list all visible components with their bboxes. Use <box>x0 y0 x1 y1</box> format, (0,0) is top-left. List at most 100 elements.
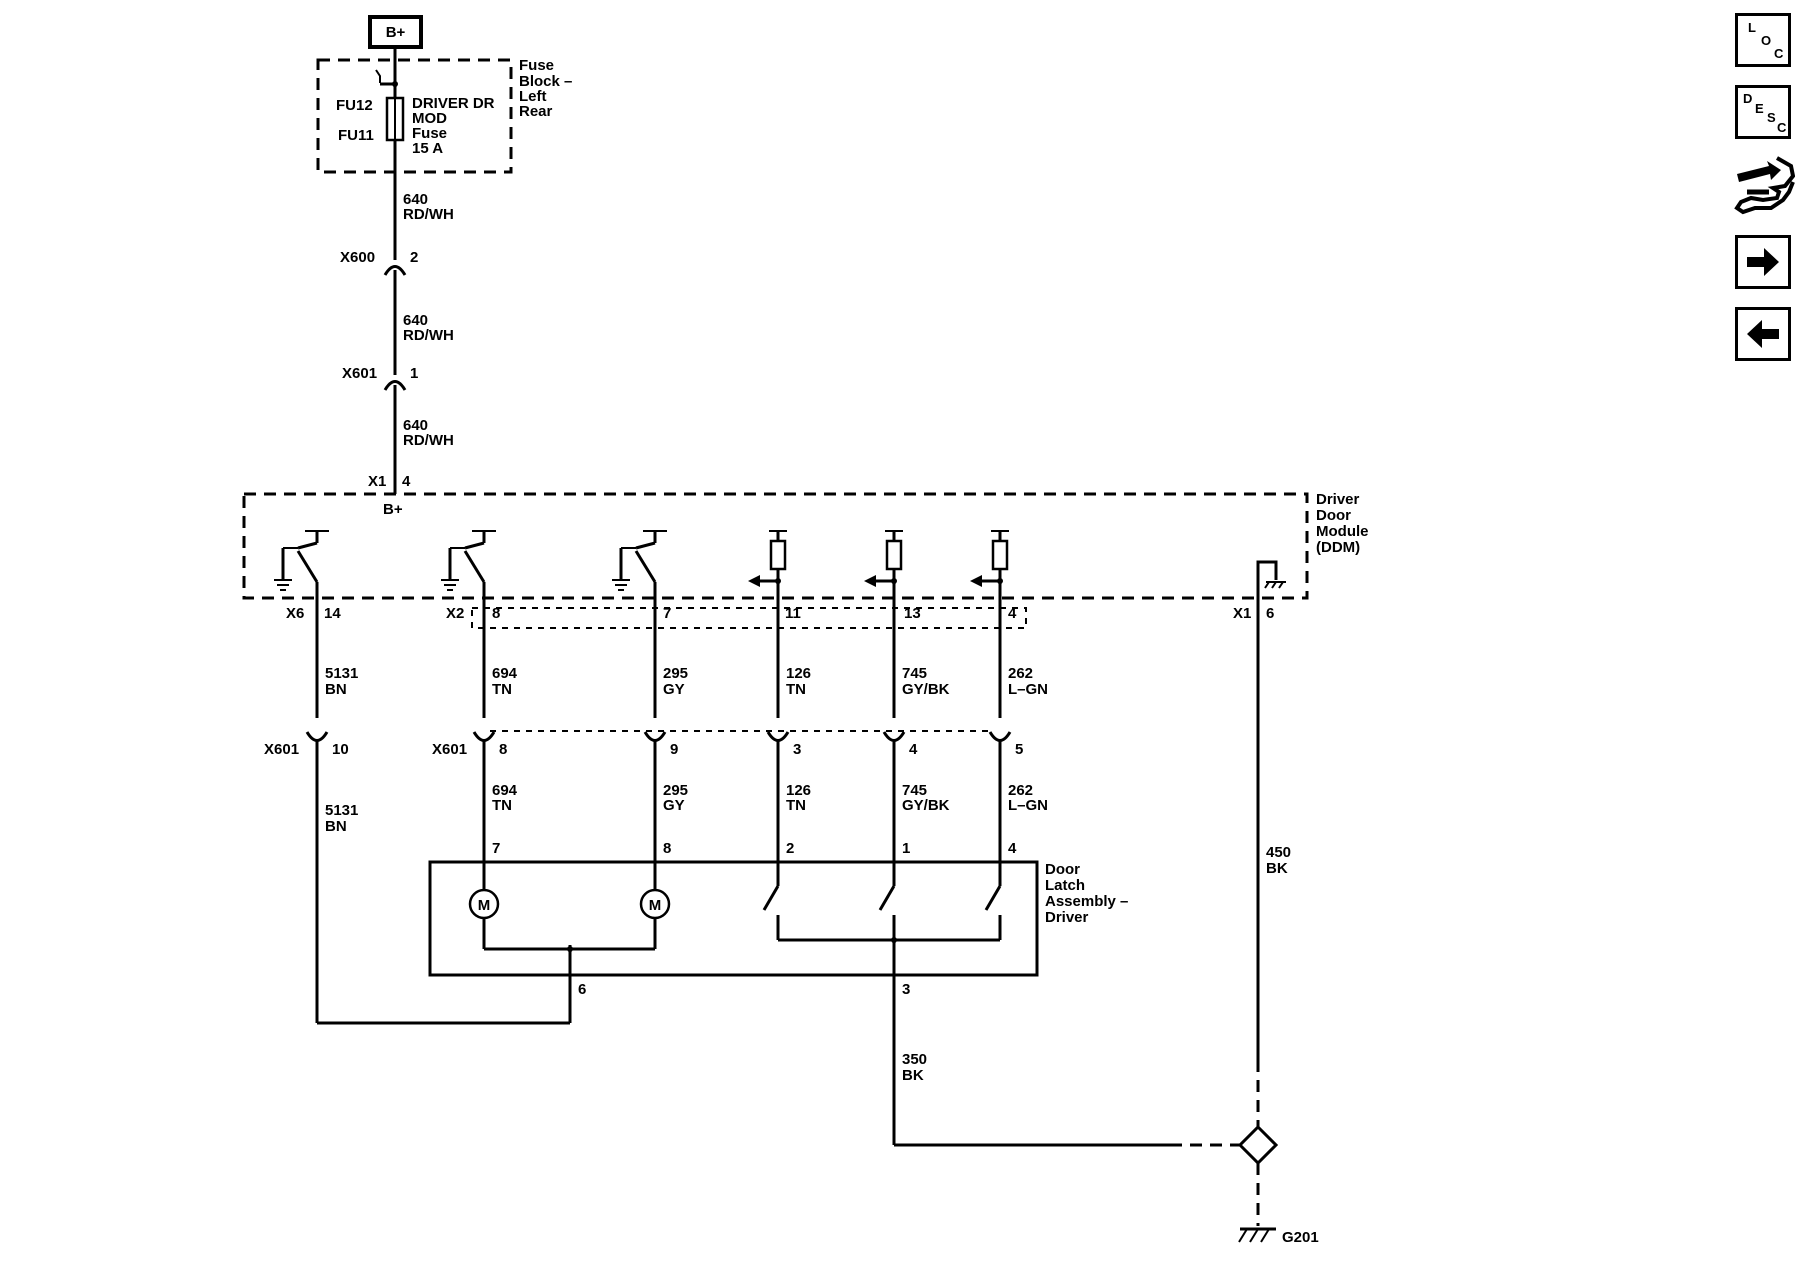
module-label: (DDM) <box>1316 539 1360 556</box>
connector-x601-pin: 4 <box>909 741 918 758</box>
connector-x1-gnd-name: X1 <box>1233 605 1251 622</box>
wire-262-color: L–GN <box>1008 681 1048 698</box>
wire-640-color: RD/WH <box>403 206 454 223</box>
wire-5131-label: 5131 <box>325 802 358 819</box>
latch-label: Assembly – <box>1045 893 1128 910</box>
loc-letter: L <box>1748 20 1756 35</box>
fuse-block-label: Rear <box>519 103 553 120</box>
connector-x2-pin: 11 <box>785 605 801 622</box>
door-latch-assembly: Door Latch Assembly – Driver M M <box>428 860 1128 977</box>
desc-letter: E <box>1755 101 1764 116</box>
fuse-desc-line: MOD <box>412 110 447 127</box>
wire-694-color: TN <box>492 681 512 698</box>
connector-x601-name: X601 <box>432 741 467 758</box>
desc-letter: S <box>1767 110 1776 125</box>
connector-x601-name: X601 <box>264 741 299 758</box>
wire-640-label: 640 <box>403 191 428 208</box>
ddm-internal-ground <box>1256 560 1286 598</box>
wire-126-label: 126 <box>786 665 811 682</box>
driver-door-module: Driver Door Module (DDM) <box>242 491 1369 600</box>
wire-295-label: 295 <box>663 665 688 682</box>
location-button[interactable]: L O C <box>1735 13 1791 67</box>
fuse-symbol <box>385 96 405 142</box>
loc-letter: O <box>1761 33 1772 48</box>
wire-694-label: 694 <box>492 665 518 682</box>
connector-x601-pin: 10 <box>332 741 349 758</box>
connector-x2-pin: 8 <box>492 605 500 622</box>
connector-x601-mid <box>305 731 1012 742</box>
latch-pin: 4 <box>1008 840 1017 857</box>
ground-splice <box>1237 1060 1279 1226</box>
latch-pin-6: 6 <box>578 981 586 998</box>
wire-745-color: GY/BK <box>902 681 950 698</box>
latch-label: Latch <box>1045 877 1085 894</box>
ground-g201: G201 <box>1238 1227 1319 1246</box>
fuse-block-label: Block – <box>519 73 572 90</box>
ddm-pullup-input <box>970 530 1009 587</box>
connector-end-view-icon[interactable] <box>1733 152 1796 222</box>
description-button[interactable]: D E S C <box>1735 85 1791 139</box>
latch-switch <box>762 885 780 940</box>
previous-page-button[interactable] <box>1735 307 1791 361</box>
fuse-block-left-rear: FU12 FU11 DRIVER DR MOD Fuse 15 A Fuse B… <box>316 57 572 174</box>
ddm-low-side-switch <box>612 530 667 591</box>
wire-350-label: 350 <box>902 1051 927 1068</box>
module-bplus-pin: B+ <box>383 501 403 518</box>
motor-glyph: M <box>478 897 491 914</box>
latch-pin: 1 <box>902 840 910 857</box>
fuse-id-fu11: FU11 <box>338 127 374 144</box>
ddm-pullup-input <box>748 530 787 587</box>
connector-x2-pin: 7 <box>663 605 671 622</box>
connector-x1-pin: 4 <box>402 473 411 490</box>
connector-pin: 1 <box>410 365 418 382</box>
loc-letter: C <box>1774 46 1784 61</box>
connector-x601-top: X601 1 <box>342 365 418 391</box>
wire-262-color: L–GN <box>1008 797 1048 814</box>
fuse-block-label: Fuse <box>519 57 554 74</box>
wire-640-color: RD/WH <box>403 327 454 344</box>
wire-295-color: GY <box>663 681 685 698</box>
wire-295-color: GY <box>663 797 685 814</box>
fuse-desc-line: DRIVER DR <box>412 95 495 112</box>
wire-262-label: 262 <box>1008 665 1033 682</box>
wire-745-label: 745 <box>902 782 927 799</box>
connector-x601-pin: 3 <box>793 741 801 758</box>
module-label: Door <box>1316 507 1351 524</box>
connector-x2-name: X2 <box>446 605 464 622</box>
wire-350-color: BK <box>902 1067 924 1084</box>
fuse-block-label: Left <box>519 88 547 105</box>
connector-x601-pin: 9 <box>670 741 678 758</box>
connector-x2-pin: 13 <box>904 605 921 622</box>
connector-pin: 2 <box>410 249 418 266</box>
battery-label: B+ <box>386 24 406 41</box>
lock-motor: M <box>468 888 500 920</box>
wire-5131-color: BN <box>325 681 347 698</box>
wire-640-color: RD/WH <box>403 432 454 449</box>
ground-name: G201 <box>1282 1229 1319 1246</box>
connector-x601-pin: 8 <box>499 741 507 758</box>
motor-glyph: M <box>649 897 662 914</box>
next-page-button[interactable] <box>1735 235 1791 289</box>
ddm-low-side-switch <box>441 530 496 591</box>
wire-126-color: TN <box>786 797 806 814</box>
wire-295-label: 295 <box>663 782 688 799</box>
battery-source: B+ <box>368 15 423 49</box>
connector-x1-gnd-pin: 6 <box>1266 605 1274 622</box>
ddm-low-side-switch <box>274 530 329 591</box>
wire-694-label: 694 <box>492 782 518 799</box>
wire-126-label: 126 <box>786 782 811 799</box>
latch-label: Door <box>1045 861 1080 878</box>
wire-640-label: 640 <box>403 312 428 329</box>
ddm-pullup-input <box>864 530 903 587</box>
connector-x1-name: X1 <box>368 473 386 490</box>
connector-x2-pin: 4 <box>1008 605 1017 622</box>
connector-x6-name: X6 <box>286 605 304 622</box>
fuse-id-fu12: FU12 <box>336 97 373 114</box>
module-label: Module <box>1316 523 1369 540</box>
lock-motor: M <box>639 888 671 920</box>
wire-694-color: TN <box>492 797 512 814</box>
latch-pin: 7 <box>492 840 500 857</box>
module-label: Driver <box>1316 491 1360 508</box>
arrow-left-icon <box>1747 320 1779 348</box>
